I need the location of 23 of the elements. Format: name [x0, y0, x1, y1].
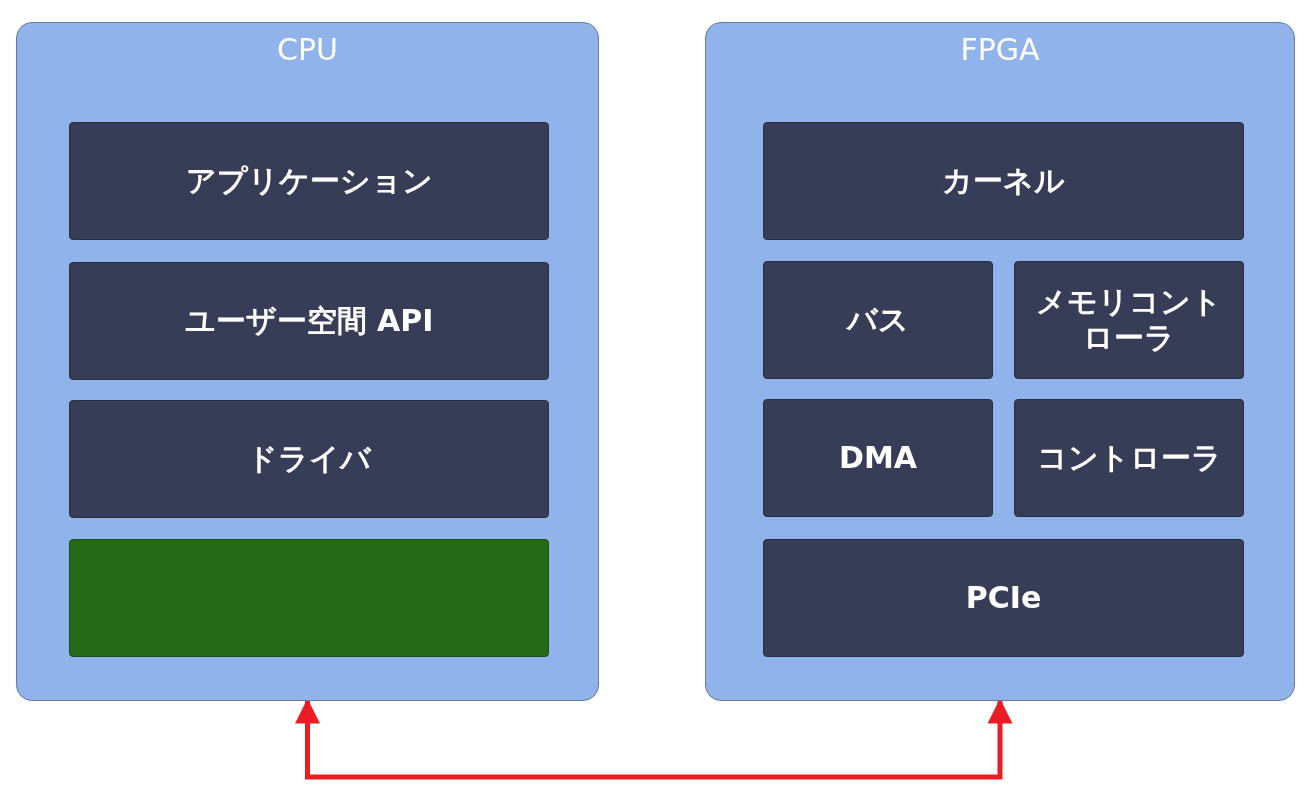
component-box — [69, 400, 549, 518]
container-box — [705, 22, 1295, 701]
component-box — [763, 261, 993, 379]
component-box — [69, 262, 549, 380]
component-label: コントローラ — [1036, 440, 1222, 476]
component-box — [69, 122, 549, 240]
component-label: カーネル — [942, 163, 1065, 199]
container-title: CPU — [276, 35, 339, 65]
component-box — [69, 539, 549, 657]
component-label: アプリケーション — [185, 163, 433, 199]
component-box — [763, 539, 1244, 657]
component-box — [1014, 261, 1244, 379]
component-label: ドライバ — [247, 441, 371, 477]
component-label: メモリコントローラ — [1035, 284, 1223, 356]
component-box — [763, 399, 993, 517]
component-label: ユーザー空間 API — [184, 303, 434, 339]
component-box — [1014, 399, 1244, 517]
component-label: DMA — [839, 440, 917, 476]
component-label: PCIe — [965, 580, 1042, 616]
container-title: FPGA — [959, 35, 1041, 65]
container-box — [16, 22, 599, 701]
component-box — [763, 122, 1244, 240]
component-label: バス — [847, 302, 909, 338]
